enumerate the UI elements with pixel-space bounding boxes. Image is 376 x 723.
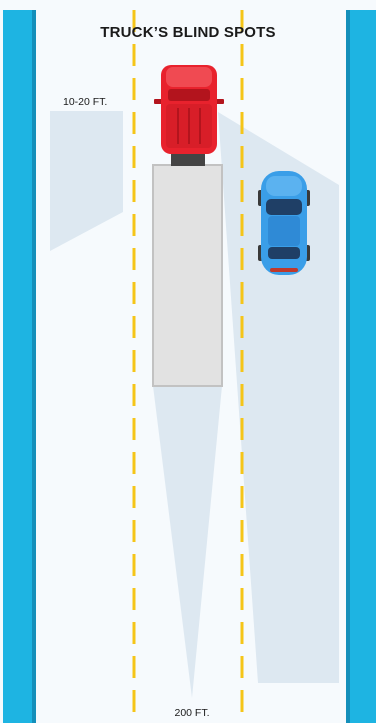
road-edge-left	[3, 10, 32, 723]
road-edge-right-shade	[346, 10, 350, 723]
car-rear-window	[268, 247, 300, 259]
car-hood	[266, 176, 302, 196]
truck-trailer	[153, 165, 222, 386]
car-roof	[268, 216, 300, 246]
truck-windshield	[168, 89, 210, 101]
blue-car	[258, 171, 310, 275]
car-windshield	[266, 199, 302, 215]
road-edge-right	[350, 10, 376, 723]
side-blind-spot-label: 10-20 FT.	[63, 96, 107, 108]
car-taillights	[270, 268, 298, 272]
rear-blind-spot-label: 200 FT.	[0, 707, 376, 719]
diagram-title: TRUCK’S BLIND SPOTS	[0, 24, 376, 41]
truck-cab	[154, 65, 224, 166]
truck-hood	[166, 67, 212, 87]
road-edge-left-shade	[32, 10, 36, 723]
